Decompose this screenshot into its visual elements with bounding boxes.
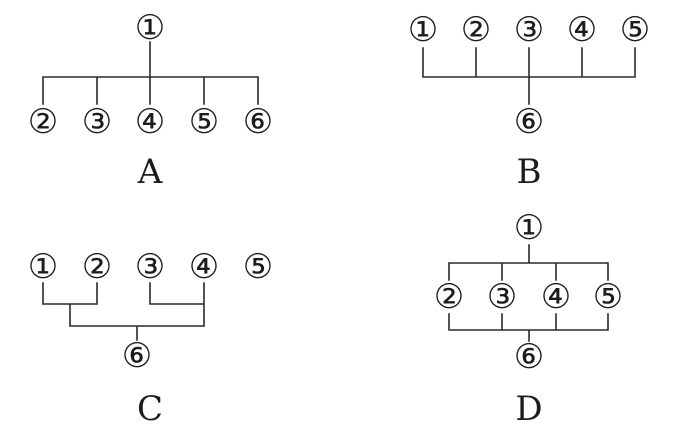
diagram-b-edges — [422, 47, 636, 105]
diagram-d-node-4: ④ — [541, 277, 571, 317]
diagram-b: ① ② ③ ④ ⑤ ⑥ B — [408, 10, 650, 192]
diagram-a-node-5: ⑤ — [189, 102, 219, 142]
diagram-a-node-4: ④ — [135, 102, 165, 142]
diagram-b-node-1: ① — [408, 10, 438, 50]
diagram-a-node-3: ③ — [82, 102, 112, 142]
diagram-d-edges — [448, 244, 609, 342]
diagram-a-caption: A — [137, 152, 163, 192]
diagram-a: ① ② ③ ④ ⑤ ⑥ A — [28, 8, 273, 192]
diagram-c-node-1: ① — [28, 247, 58, 287]
diagram-b-node-6: ⑥ — [514, 102, 544, 142]
diagram-a-node-6: ⑥ — [243, 102, 273, 142]
diagram-c-node-5: ⑤ — [243, 247, 273, 287]
diagram-a-node-2: ② — [28, 102, 58, 142]
diagram-a-edges — [42, 41, 259, 105]
diagram-b-node-3: ③ — [514, 10, 544, 50]
diagram-b-node-4: ④ — [567, 10, 597, 50]
diagram-b-node-5: ⑤ — [620, 10, 650, 50]
diagram-a-node-1: ① — [135, 8, 165, 48]
diagram-d-node-2: ② — [434, 277, 464, 317]
diagram-b-node-2: ② — [461, 10, 491, 50]
diagram-c-node-6: ⑥ — [122, 336, 152, 376]
diagram-d-caption: D — [515, 389, 542, 429]
diagram-c: ① ② ③ ④ ⑤ ⑥ C — [28, 247, 273, 429]
diagram-c-node-4: ④ — [189, 247, 219, 287]
diagram-c-caption: C — [137, 389, 163, 429]
diagram-d-node-1: ① — [514, 208, 544, 248]
diagram-d-node-5: ⑤ — [593, 277, 623, 317]
diagram-d-node-3: ③ — [487, 277, 517, 317]
diagram-c-node-3: ③ — [135, 247, 165, 287]
diagram-b-caption: B — [517, 152, 542, 192]
diagram-d-node-6: ⑥ — [514, 337, 544, 377]
diagram-c-edges — [42, 282, 205, 341]
diagram-d: ① ② ③ ④ ⑤ ⑥ D — [434, 208, 623, 429]
diagram-c-node-2: ② — [82, 247, 112, 287]
